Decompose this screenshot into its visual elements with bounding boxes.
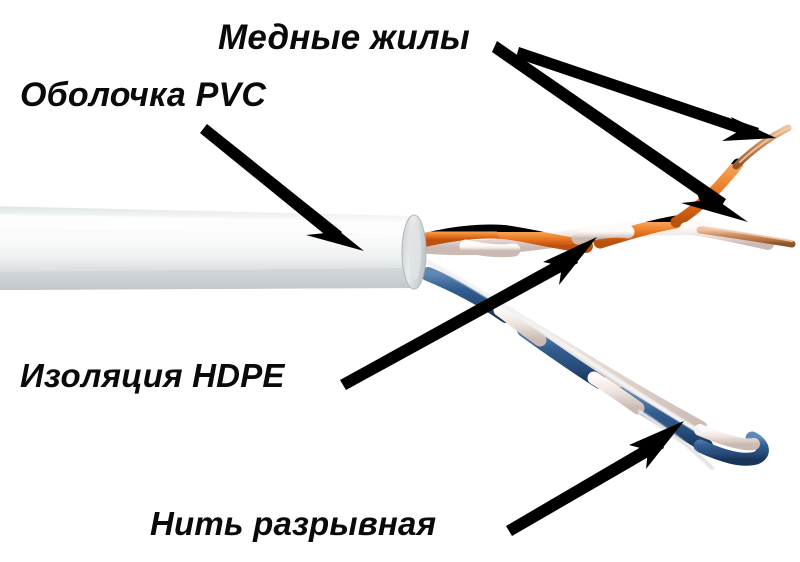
copper-conductor-tips <box>696 124 796 248</box>
arrow-copper-lower-shaft <box>492 41 726 210</box>
jacket-highlight <box>0 214 410 234</box>
blue-pair-white-tip <box>694 424 760 451</box>
arrow-ripcord-shaft <box>506 437 664 536</box>
orange-wire-seg-1 <box>417 224 511 247</box>
arrow-hdpe-shaft <box>340 252 578 390</box>
jacket-underside-shadow <box>0 268 418 290</box>
arrow-ripcord <box>506 421 684 536</box>
arrow-copper-upper <box>516 47 776 141</box>
orange-pair-white-cross-2 <box>571 224 635 245</box>
arrow-copper-upper-shaft <box>516 47 759 139</box>
copper-tip-lower <box>696 226 796 248</box>
arrow-hdpe-head <box>543 237 597 285</box>
ripcord-thread <box>417 255 703 435</box>
label-hdpe-insulation: Изоляция HDPE <box>20 357 285 394</box>
twisted-pair-blue-white <box>416 255 769 470</box>
pvc-outer-jacket <box>0 206 427 290</box>
arrow-copper-lower-head <box>681 183 748 222</box>
label-pvc-jacket: Оболочка PVC <box>20 76 267 114</box>
twisted-pair-orange-white <box>416 158 774 258</box>
orange-wire-seg-3 <box>593 215 683 249</box>
arrow-ripcord-head <box>629 421 684 469</box>
arrow-copper-lower <box>492 41 748 222</box>
arrow-pvc-head <box>306 214 364 251</box>
label-copper-conductors: Медные жилы <box>218 18 470 57</box>
arrow-pvc-jacket <box>200 124 364 251</box>
copper-tip-upper-highlight <box>739 126 791 163</box>
jacket-cut-end-inner <box>409 224 421 280</box>
blue-pair-white-cross-2 <box>587 371 645 415</box>
arrow-copper-upper-head <box>722 117 776 141</box>
arrow-pvc-shaft <box>200 124 342 242</box>
blue-pair-white-cross-1 <box>493 303 547 347</box>
arrow-hdpe-insulation <box>340 237 597 390</box>
orange-wire-seg-2 <box>497 225 593 253</box>
cable-assembly <box>0 124 796 470</box>
copper-tip-lower-highlight <box>701 226 793 242</box>
ripcord-thread-tail <box>638 410 714 470</box>
orange-pair-white-cross-1 <box>459 239 521 258</box>
callout-arrows <box>200 41 776 536</box>
label-ripcord: Нить разрывная <box>150 505 437 542</box>
